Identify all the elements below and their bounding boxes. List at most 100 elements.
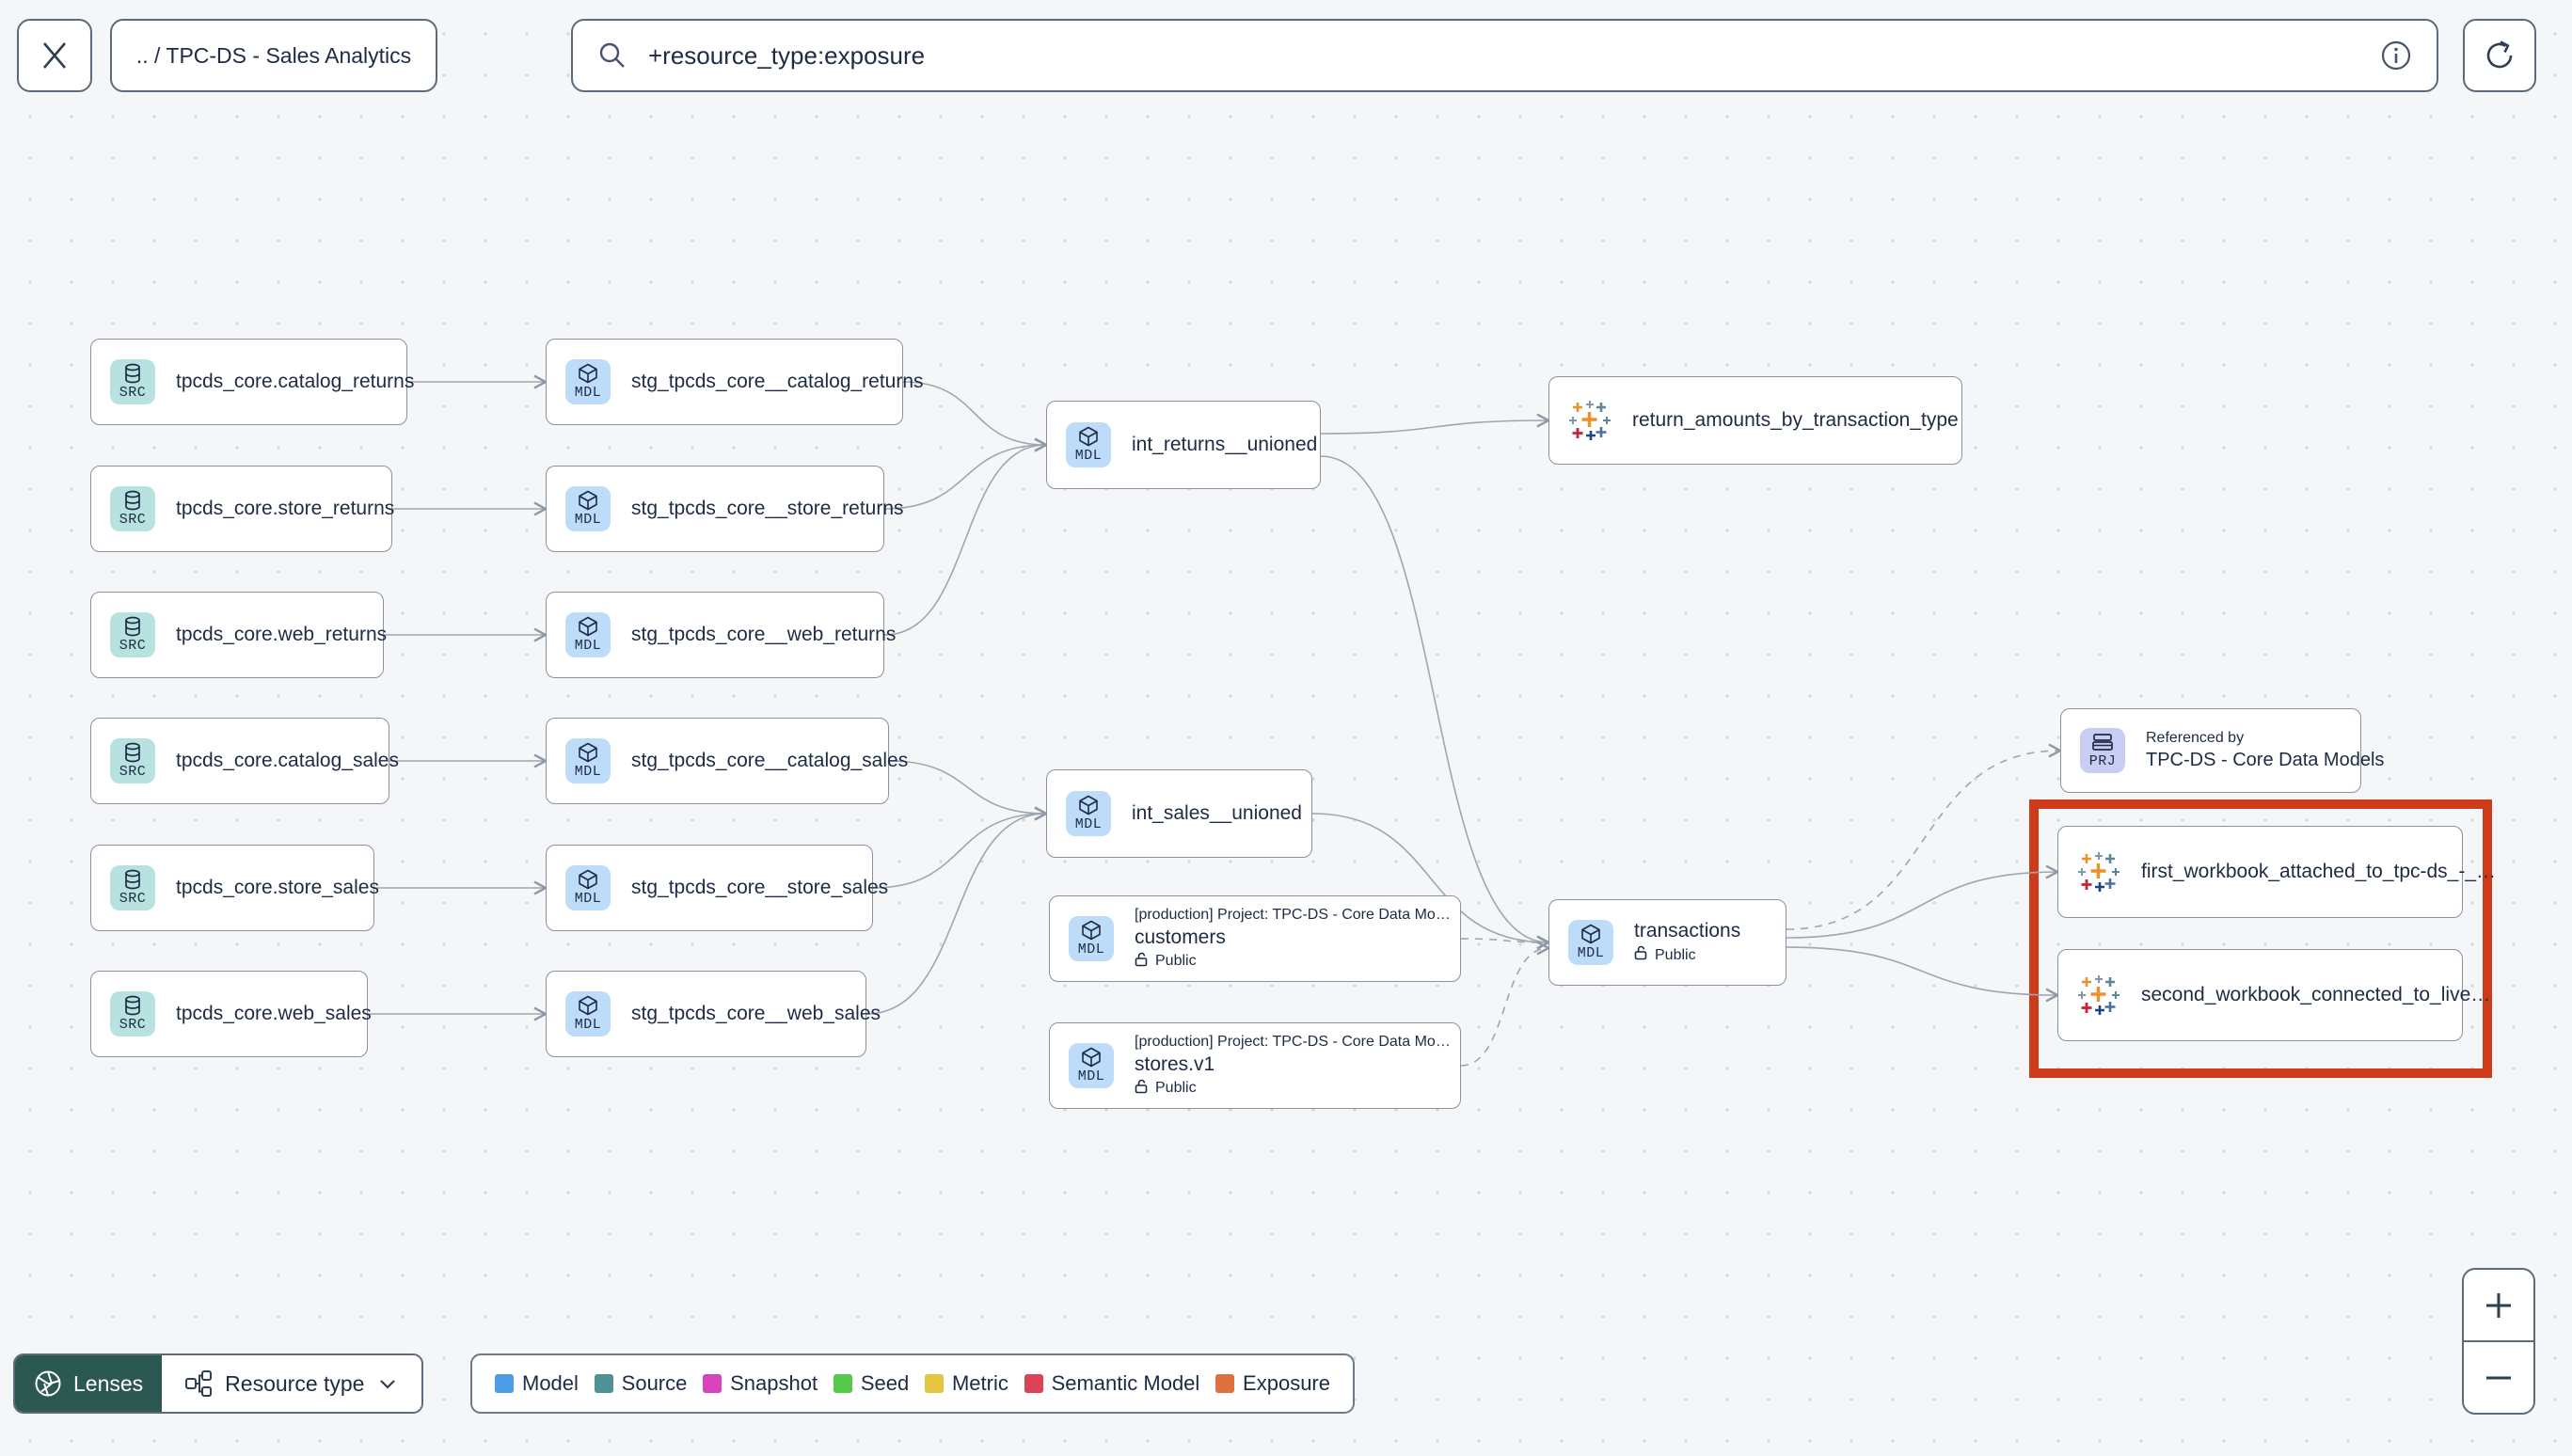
legend-swatch xyxy=(594,1374,613,1393)
lineage-node-stg-store-returns[interactable]: MDL stg_tpcds_core__store_returns xyxy=(546,466,904,552)
lineage-edge xyxy=(1460,941,1551,1067)
lineage-node-customers[interactable]: MDL [production] Project: TPC-DS - Core … xyxy=(1049,895,1461,982)
unlock-icon xyxy=(1135,1079,1149,1099)
lineage-node-int-returns[interactable]: MDL int_returns__unioned xyxy=(1046,401,1321,489)
legend-label: Semantic Model xyxy=(1051,1371,1200,1395)
source-badge-icon: SRC xyxy=(110,865,155,910)
lineage-edge xyxy=(888,760,1049,821)
legend-label: Metric xyxy=(951,1371,1008,1395)
node-label: int_returns__unioned xyxy=(1132,434,1318,455)
lineage-edge xyxy=(1786,743,2063,930)
lineage-node-src-store-returns[interactable]: SRC tpcds_core.store_returns xyxy=(90,466,395,552)
lineage-node-src-catalog-sales[interactable]: SRC tpcds_core.catalog_sales xyxy=(90,718,399,804)
node-title: customers xyxy=(1135,926,1226,948)
node-label: tpcds_core.store_returns xyxy=(176,498,395,519)
legend-label: Exposure xyxy=(1243,1371,1330,1395)
node-label: stg_tpcds_core__catalog_sales xyxy=(631,750,909,771)
lineage-node-stg-web-returns[interactable]: MDL stg_tpcds_core__web_returns xyxy=(546,592,896,678)
legend-swatch xyxy=(1024,1374,1043,1393)
legend-item-source: Source xyxy=(594,1371,687,1396)
node-title: transactions xyxy=(1634,920,1741,942)
tableau-icon xyxy=(2077,850,2120,894)
lineage-node-stg-web-sales[interactable]: MDL stg_tpcds_core__web_sales xyxy=(546,971,881,1057)
node-label: second_workbook_connected_to_live… xyxy=(2141,984,2491,1005)
model-badge-icon: MDL xyxy=(1066,791,1111,836)
lineage-node-transactions[interactable]: MDL transactions Public xyxy=(1548,899,1786,986)
lineage-node-stores[interactable]: MDL [production] Project: TPC-DS - Core … xyxy=(1049,1022,1461,1109)
lineage-node-stg-catalog-sales[interactable]: MDL stg_tpcds_core__catalog_sales xyxy=(546,718,908,804)
model-badge-icon: MDL xyxy=(565,359,611,404)
selection-highlight-box xyxy=(2029,799,2492,1078)
refresh-button[interactable] xyxy=(2463,19,2536,92)
tableau-icon xyxy=(2077,973,2120,1017)
model-badge-icon: MDL xyxy=(565,738,611,783)
zoom-in-button[interactable] xyxy=(2464,1270,2533,1342)
lineage-edge xyxy=(883,437,1049,510)
lenses-aperture-icon xyxy=(35,1370,61,1397)
lineage-node-second-workbook[interactable]: second_workbook_connected_to_live… xyxy=(2057,949,2490,1041)
lineage-node-src-catalog-returns[interactable]: SRC tpcds_core.catalog_returns xyxy=(90,339,414,425)
lenses-label: Lenses xyxy=(73,1370,144,1396)
referenced-by-label: Referenced by xyxy=(2146,730,2245,746)
lineage-node-referenced-by[interactable]: PRJ Referenced by TPC-DS - Core Data Mod… xyxy=(2060,708,2385,793)
lineage-node-return-amounts[interactable]: return_amounts_by_transaction_type xyxy=(1548,376,1962,465)
node-access: Public xyxy=(1135,952,1441,972)
model-badge-icon: MDL xyxy=(565,991,611,1037)
breadcrumb-label: .. / TPC-DS - Sales Analytics xyxy=(135,42,412,68)
search-input[interactable] xyxy=(648,40,2359,71)
lineage-edge xyxy=(883,437,1049,636)
info-icon[interactable] xyxy=(2380,40,2412,71)
lineage-edge xyxy=(872,806,1049,889)
lineage-edge xyxy=(1320,413,1551,435)
lineage-node-src-web-sales[interactable]: SRC tpcds_core.web_sales xyxy=(90,971,372,1057)
node-label: tpcds_core.catalog_returns xyxy=(176,371,415,392)
legend-item-seed: Seed xyxy=(833,1371,909,1396)
zoom-controls xyxy=(2462,1268,2535,1415)
resource-type-icon xyxy=(185,1370,213,1397)
legend-item-model: Model xyxy=(495,1371,579,1396)
unlock-icon xyxy=(1135,952,1149,972)
legend-swatch xyxy=(833,1374,852,1393)
node-access: Public xyxy=(1135,1079,1441,1099)
legend-swatch xyxy=(703,1374,722,1393)
project-name: TPC-DS - Core Data Models xyxy=(2146,750,2385,770)
resource-type-dropdown[interactable]: Resource type xyxy=(162,1355,422,1412)
legend-swatch xyxy=(1215,1374,1235,1393)
unlock-icon xyxy=(1634,945,1648,965)
lenses-control: Lenses Resource type xyxy=(13,1353,424,1414)
node-access: Public xyxy=(1634,945,1740,965)
resource-legend: Model Source Snapshot Seed Metric Semant… xyxy=(470,1353,1355,1414)
node-label: first_workbook_attached_to_tpc-ds_-_… xyxy=(2141,861,2497,882)
zoom-out-button[interactable] xyxy=(2464,1342,2533,1413)
lineage-node-stg-store-sales[interactable]: MDL stg_tpcds_core__store_sales xyxy=(546,845,888,931)
lineage-node-first-workbook[interactable]: first_workbook_attached_to_tpc-ds_-_… xyxy=(2057,826,2496,918)
node-project-meta: [production] Project: TPC-DS - Core Data… xyxy=(1135,1033,1451,1050)
project-badge-icon: PRJ xyxy=(2080,728,2125,773)
lenses-button[interactable]: Lenses xyxy=(15,1355,163,1412)
source-badge-icon: SRC xyxy=(110,612,155,657)
node-label: tpcds_core.store_sales xyxy=(176,877,379,898)
lineage-edge xyxy=(1786,946,2060,1003)
node-label: int_sales__unioned xyxy=(1132,802,1302,824)
legend-item-snapshot: Snapshot xyxy=(703,1371,818,1396)
node-label: tpcds_core.catalog_sales xyxy=(176,750,399,771)
lineage-node-src-store-sales[interactable]: SRC tpcds_core.store_sales xyxy=(90,845,379,931)
breadcrumb[interactable]: .. / TPC-DS - Sales Analytics xyxy=(110,19,437,92)
legend-item-semantic-model: Semantic Model xyxy=(1024,1371,1200,1396)
refresh-icon xyxy=(2486,40,2513,69)
node-label: stg_tpcds_core__web_sales xyxy=(631,1003,881,1024)
legend-swatch xyxy=(495,1374,514,1393)
lineage-node-int-sales[interactable]: MDL int_sales__unioned xyxy=(1046,769,1312,858)
model-badge-icon: MDL xyxy=(1069,1043,1114,1088)
source-badge-icon: SRC xyxy=(110,991,155,1037)
lineage-edge xyxy=(1786,864,2060,939)
legend-item-metric: Metric xyxy=(924,1371,1008,1396)
search-icon xyxy=(599,42,625,68)
node-label: stg_tpcds_core__store_sales xyxy=(631,877,889,898)
node-project-meta: [production] Project: TPC-DS - Core Data… xyxy=(1135,906,1451,923)
lineage-node-stg-catalog-returns[interactable]: MDL stg_tpcds_core__catalog_returns xyxy=(546,339,924,425)
close-button[interactable] xyxy=(17,19,92,92)
node-label: tpcds_core.web_returns xyxy=(176,624,388,645)
lineage-node-src-web-returns[interactable]: SRC tpcds_core.web_returns xyxy=(90,592,388,678)
